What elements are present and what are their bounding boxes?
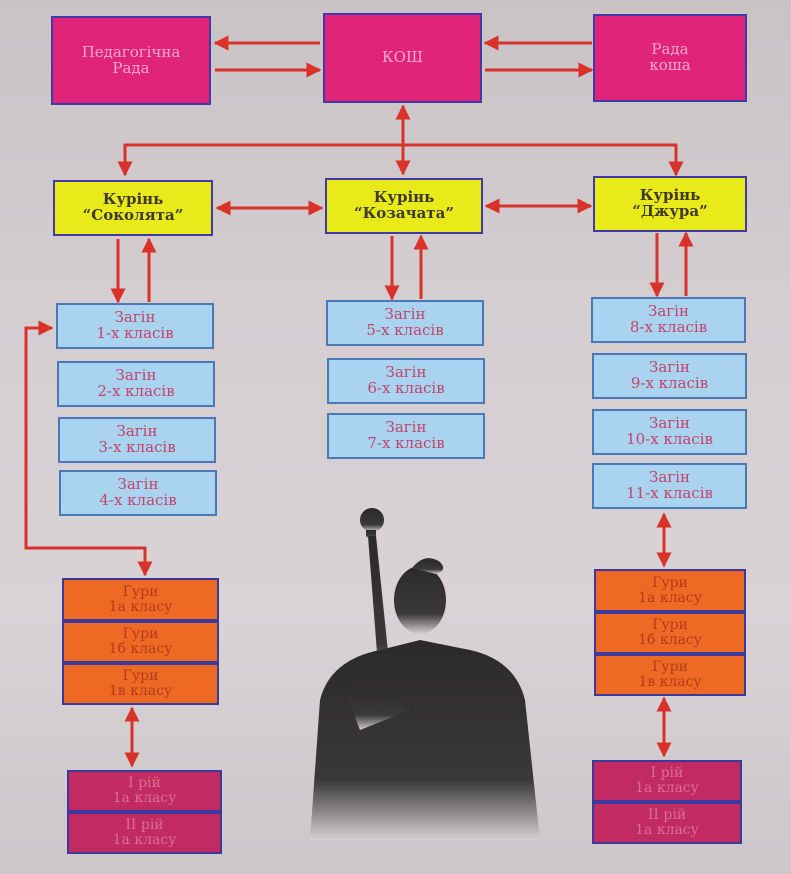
kurin-sokolyata-line1: Курінь <box>102 190 164 209</box>
kosh-council-box: Рада коша <box>593 14 747 102</box>
group-right-3-line1: Гури <box>652 659 688 676</box>
zagin-1-line2: 1-х класів <box>96 324 174 342</box>
kurin-sokolyata-box: Курінь “Соколята” <box>53 180 213 236</box>
zagin-4-box: Загін 4-х класів <box>59 470 217 516</box>
zagin-6-line1: Загін <box>385 363 427 382</box>
zagin-11-line2: 11-х класів <box>626 484 713 502</box>
zagin-11-line1: Загін <box>649 468 690 487</box>
zagin-7-line1: Загін <box>385 418 427 437</box>
group-right-2-line1: Гури <box>652 617 688 634</box>
roy-left-1-line1: І рій <box>128 775 161 792</box>
zagin-10-box: Загін 10-х класів <box>592 409 747 455</box>
zagin-8-box: Загін 8-х класів <box>591 297 746 343</box>
group-right-1-box: Гури 1а класу <box>594 569 746 612</box>
roy-left-2-line1: ІІ рій <box>125 817 164 834</box>
roy-right-1-line1: І рій <box>650 765 684 782</box>
zagin-10-line2: 10-х класів <box>626 430 713 448</box>
zagin-1-line1: Загін <box>114 308 156 327</box>
zagin-5-box: Загін 5-х класів <box>326 300 484 346</box>
kurin-kozachata-box: Курінь “Козачата” <box>325 178 483 234</box>
arrow-left-loop <box>24 320 153 577</box>
group-left-3-line2: 1в класу <box>108 683 173 699</box>
group-left-1-line2: 1а класу <box>108 598 173 615</box>
zagin-9-box: Загін 9-х класів <box>592 353 747 399</box>
kurin-dzhura-line1: Курінь <box>639 186 701 205</box>
zagin-2-line1: Загін <box>115 366 157 385</box>
pedagogical-council-box: Педагогічна Рада <box>51 16 211 105</box>
zagin-9-line1: Загін <box>649 358 690 377</box>
roy-right-2-line2: 1а класу <box>635 822 699 838</box>
arrow-distribution-left <box>117 143 403 177</box>
kurin-dzhura-box: Курінь “Джура” <box>593 176 747 232</box>
group-right-3-line2: 1в класу <box>638 674 702 690</box>
roy-left-1-line2: 1а класу <box>112 790 177 806</box>
roy-right-1-line2: 1а класу <box>635 780 699 796</box>
roy-left-2-line2: 1а класу <box>112 832 177 848</box>
roy-left-1-box: І рій 1а класу <box>67 770 222 812</box>
group-right-3-box: Гури 1в класу <box>594 654 746 696</box>
kurin-sokolyata-line2: “Соколята” <box>82 206 184 224</box>
zagin-7-line2: 7-х класів <box>367 434 445 452</box>
pedagogical-council-line2: Рада <box>112 58 150 77</box>
zagin-5-line1: Загін <box>384 305 426 324</box>
group-left-2-box: Гури 1б класу <box>62 621 219 663</box>
kurin-kozachata-line2: “Козачата” <box>354 204 454 222</box>
zagin-5-line2: 5-х класів <box>366 321 444 339</box>
zagin-1-box: Загін 1-х класів <box>56 303 214 349</box>
arrow-distribution-right <box>403 143 684 177</box>
group-left-3-line1: Гури <box>122 668 159 685</box>
kosh-box: КОШ <box>323 13 482 103</box>
group-right-1-line1: Гури <box>652 574 688 591</box>
group-right-2-box: Гури 1б класу <box>594 612 746 654</box>
kosh-council-line1: Рада <box>651 40 689 59</box>
zagin-6-line2: 6-х класів <box>367 379 445 397</box>
zagin-3-line1: Загін <box>116 422 158 441</box>
group-left-1-box: Гури 1а класу <box>62 578 219 621</box>
zagin-7-box: Загін 7-х класів <box>327 413 485 459</box>
zagin-9-line2: 9-х класів <box>630 374 709 392</box>
roy-left-2-box: ІІ рій 1а класу <box>67 812 222 854</box>
zagin-6-box: Загін 6-х класів <box>327 358 485 404</box>
zagin-3-line2: 3-х класів <box>98 438 176 456</box>
roy-right-2-line1: ІІ рій <box>647 807 687 824</box>
kosh-council-line2: коша <box>649 56 691 74</box>
zagin-3-box: Загін 3-х класів <box>58 417 216 463</box>
zagin-8-line2: 8-х класів <box>629 318 708 336</box>
zagin-10-line1: Загін <box>649 414 690 433</box>
kurin-dzhura-line2: “Джура” <box>632 202 708 220</box>
zagin-2-box: Загін 2-х класів <box>57 361 215 407</box>
group-left-1-line1: Гури <box>122 583 159 600</box>
zagin-2-line2: 2-х класів <box>97 382 175 400</box>
kosh-label: КОШ <box>381 48 424 67</box>
cossack-silhouette-image <box>310 508 540 840</box>
pedagogical-council-line1: Педагогічна <box>81 42 181 61</box>
zagin-4-line2: 4-х класів <box>99 491 177 509</box>
zagin-8-line1: Загін <box>648 302 689 321</box>
group-left-2-line1: Гури <box>122 626 159 643</box>
group-left-3-box: Гури 1в класу <box>62 663 219 705</box>
group-left-2-line2: 1б класу <box>108 641 173 657</box>
kurin-kozachata-line1: Курінь <box>373 188 435 207</box>
group-right-1-line2: 1а класу <box>638 589 702 606</box>
roy-right-2-box: ІІ рій 1а класу <box>592 802 742 844</box>
zagin-11-box: Загін 11-х класів <box>592 463 747 509</box>
roy-right-1-box: І рій 1а класу <box>592 760 742 802</box>
group-right-2-line2: 1б класу <box>638 632 702 648</box>
zagin-4-line1: Загін <box>117 475 159 494</box>
